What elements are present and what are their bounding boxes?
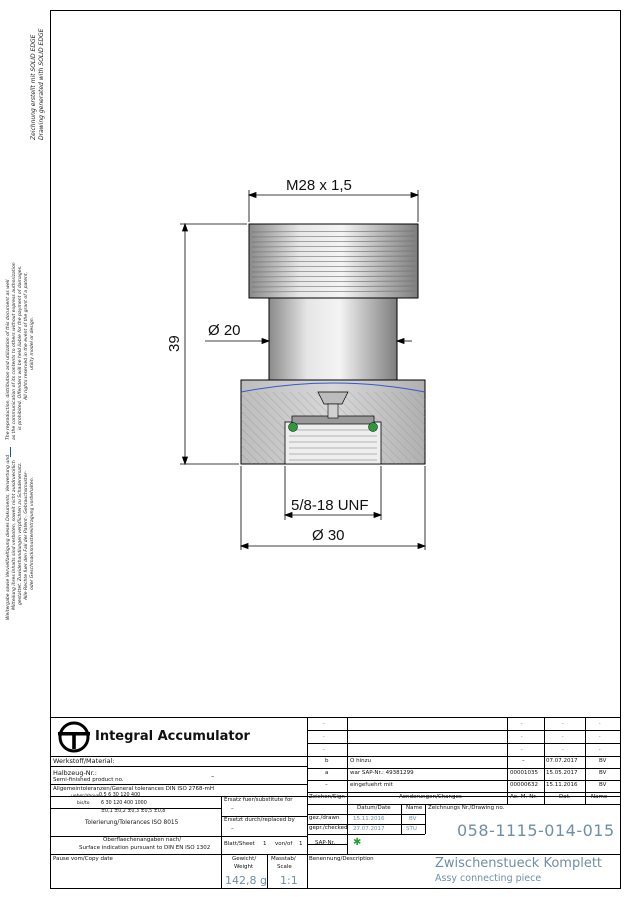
replace-for-value: – [231,806,234,812]
tolerance-row2-label: bis/to [77,801,90,806]
rev-name: BV [599,782,607,788]
replaced-by-value: – [231,826,234,832]
copy-date-label: Pause vom/Copy date [53,856,113,862]
rev-dot: . [521,720,523,726]
dim-thread-bottom: 5/8-18 UNF [291,497,369,514]
rev-date: 15.11.2016 [546,782,578,788]
surface-note-1: Oberflaechenangaben nach/ [103,837,182,843]
rev-dot: . [521,746,523,752]
company-name: Integral Accumulator [95,729,250,744]
rev-sign: a [325,770,329,776]
rev-date: 15.05.2017 [546,770,578,776]
drawn-date: 15.11.2016 [353,816,385,822]
drawing-number-label: Zeichnungs Nr./Drawing no. [428,805,505,811]
description-label: Benennung/Description [309,856,374,862]
rev-change: O hinzu [350,758,371,764]
margin-marker [10,447,11,457]
title-block: Integral Accumulator Werkstoff/Material:… [51,717,620,888]
rev-name: BV [599,758,607,764]
rev-number: – [522,758,525,764]
sap-asterisk-icon: ✱ [353,837,362,848]
weight-value: 142,8 g [225,874,267,887]
rev-dot: . [562,733,564,739]
title-german: Zwischenstueck Komplett [435,856,603,871]
scale-label-2: Scale [277,864,292,870]
title-english: Assy connecting piece [435,873,542,884]
of-value: 1 [299,841,303,847]
sheet-label: Blatt/Sheet [224,841,255,847]
rev-dot: . [323,733,325,739]
rev-dot: . [599,720,601,726]
changes-header: Aenderungen/Changes [399,794,462,800]
rev-dot: . [323,746,325,752]
sign-header: Zeichen/Sign [309,794,345,800]
sheet-value: 1 [263,841,267,847]
rev-dot: . [599,746,601,752]
technical-drawing [180,190,427,550]
checked-date: 27.07.2017 [353,826,385,832]
tolerance-line: Allgemeintoleranzen/General tolerances D… [53,786,214,792]
dim-height: 39 [166,335,183,352]
weight-label-2: Weight [234,864,254,870]
rev-change: eingefuehrt mit [350,782,393,788]
replaced-by-label: Ersetzt durch/replaced by [224,817,295,823]
drawing-frame [50,10,621,889]
drawn-label: gez./drawn [309,815,340,821]
company-logo-icon [58,721,90,753]
semi-label-en: Semi-finished product no. [53,777,124,783]
rev-dot: . [323,720,325,726]
name-column-header: Name [406,805,423,811]
tolerance-row3-values: ±0,1 ±0,2 ±0,3 ±0,5 ±0,8 [101,809,166,814]
dim-shaft-diameter: Ø 20 [208,322,241,339]
drawing-number: 058-1115-014-015 [457,821,615,840]
semi-value: – [211,772,215,780]
rev-number: 00000632 [510,782,538,788]
surface-note-2: Surface indication pursuant to DIN EN IS… [79,845,211,851]
rev-dot: . [562,746,564,752]
rev-dot: . [562,720,564,726]
material-label: Werkstoff/Material: [53,757,115,765]
date-column-header: Datum/Date [357,805,391,811]
date-header: Dat. [559,794,571,800]
change-no-header: Ae.-M.-Nr. [510,794,537,800]
rev-number: 00001035 [510,770,538,776]
tolerance-row1-values: 0,5 6 30 120 400 [99,793,141,798]
rev-name: BV [599,770,607,776]
rev-dot: . [599,733,601,739]
tolerance-iso: Tolerierung/Tolerances ISO 8015 [85,820,179,826]
sap-label: SAP-Nr. [315,840,336,846]
rev-sign: b [325,758,329,764]
dim-thread-top: M28 x 1,5 [286,177,352,194]
scale-value: 1:1 [280,874,298,887]
of-label: von/of [275,841,293,847]
dimension-lines [180,190,427,550]
tolerance-row2-values: 6 30 120 400 1000 [101,801,147,806]
base-section [240,379,426,465]
rev-sign: – [325,782,328,788]
shaft [268,297,398,381]
semi-label-de: Halbzeug-Nr.: [53,769,97,777]
threaded-head [248,223,419,299]
rev-date: 07.07.2017 [546,758,578,764]
weight-label-1: Gewicht/ [232,856,257,862]
checked-name: STU [406,826,417,832]
replace-for-label: Ersatz fuer/substitute for [224,797,293,803]
scale-label-1: Masstab/ [271,856,296,862]
rev-dot: . [521,733,523,739]
drawn-name: BV [409,816,417,822]
dim-outer-diameter: Ø 30 [312,527,345,544]
name-header: Name [591,794,608,800]
rev-change: war SAP-Nr.: 49381299 [350,770,414,776]
checked-label: gepr./checked [309,825,348,831]
tolerance-row1-label: ueber/above [71,794,100,799]
